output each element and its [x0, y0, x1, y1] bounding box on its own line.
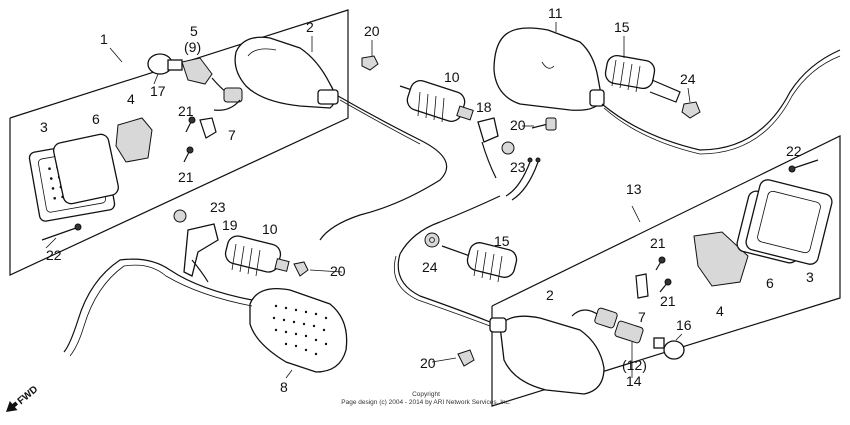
label-23-lower: 23	[210, 199, 226, 215]
label-3-right: 3	[806, 269, 814, 285]
label-10-top: 10	[444, 69, 460, 85]
relay-part-10-lower[interactable]	[223, 234, 290, 277]
label-3-left: 3	[40, 119, 48, 135]
label-23-top: 23	[510, 159, 526, 175]
label-1: 1	[100, 31, 108, 47]
copyright-line-2: Page design (c) 2004 - 2014 by ARI Netwo…	[341, 399, 511, 406]
screw-part-21-c[interactable]	[655, 256, 666, 271]
clip-part-7-right[interactable]	[635, 273, 649, 299]
label-9: (9)	[184, 39, 201, 55]
socket-plate-part-4-right[interactable]	[693, 231, 749, 287]
socket-plate-part-4-left[interactable]	[115, 117, 153, 163]
bulb-part-16[interactable]	[653, 337, 685, 360]
label-8: 8	[280, 379, 288, 395]
label-13: 13	[626, 181, 642, 197]
label-21-b: 21	[178, 169, 194, 185]
bracket-part-19[interactable]	[183, 223, 219, 283]
assembly-box-1	[9, 9, 349, 276]
forward-arrow-icon: FWD	[6, 384, 41, 412]
nut-part-20-top[interactable]	[361, 55, 379, 71]
label-14: 14	[626, 373, 642, 389]
label-16: 16	[676, 317, 692, 333]
socket-part-5[interactable]	[181, 57, 243, 103]
washer-part-24-lower[interactable]	[424, 232, 440, 248]
bulb-part-17[interactable]	[147, 53, 183, 75]
housing-part-2-right[interactable]	[489, 315, 605, 395]
label-17: 17	[150, 83, 166, 99]
nut-part-23-lower[interactable]	[173, 209, 187, 223]
label-15-top: 15	[614, 19, 630, 35]
label-4-left: 4	[127, 91, 135, 107]
label-11: 11	[548, 5, 563, 21]
assembly-box-13	[491, 135, 841, 407]
label-20-top: 20	[364, 23, 380, 39]
label-7-left: 7	[228, 127, 236, 143]
label-2-right: 2	[546, 287, 554, 303]
label-6-right: 6	[766, 275, 774, 291]
housing-part-2-left[interactable]	[234, 36, 339, 109]
screw-part-22-right[interactable]	[788, 159, 819, 173]
clip-part-7-left[interactable]	[199, 117, 217, 139]
label-15-lower: 15	[494, 233, 510, 249]
label-24-lower: 24	[422, 259, 438, 275]
bracket-part-18[interactable]	[477, 117, 499, 179]
bolt-part-20-mid[interactable]	[531, 117, 557, 131]
label-22-left: 22	[46, 247, 62, 263]
gasket-part-6-left[interactable]	[52, 133, 120, 205]
nut-part-24-top[interactable]	[681, 101, 701, 119]
lens-part-8[interactable]	[249, 287, 348, 373]
label-12: (12)	[622, 357, 647, 373]
label-6-left: 6	[92, 111, 100, 127]
socket-part-12[interactable]	[571, 307, 644, 344]
label-20-mid: 20	[510, 117, 526, 133]
label-20-lower-left: 20	[330, 263, 346, 279]
fwd-label: FWD	[16, 384, 41, 407]
label-7-right: 7	[638, 309, 646, 325]
label-21-c: 21	[650, 235, 666, 251]
label-2-left: 2	[306, 19, 314, 35]
nut-part-20-lower-left[interactable]	[293, 261, 309, 277]
screw-part-21-a[interactable]	[185, 116, 196, 133]
label-18: 18	[476, 99, 492, 115]
copyright-line-1: Copyright	[412, 391, 440, 398]
housing-part-11[interactable]	[493, 27, 605, 111]
nut-part-20-bottom[interactable]	[457, 349, 475, 367]
label-21-a: 21	[178, 103, 194, 119]
relay-part-15-lower[interactable]	[441, 241, 519, 283]
nut-part-23-top[interactable]	[501, 141, 515, 155]
relay-part-10-top[interactable]	[399, 78, 474, 124]
screw-part-21-d[interactable]	[659, 278, 672, 293]
relay-part-15-top[interactable]	[604, 54, 681, 103]
lens-part-3-right[interactable]	[744, 178, 833, 266]
screw-part-22-left[interactable]	[41, 223, 82, 241]
screw-part-21-b[interactable]	[183, 146, 194, 163]
label-5: 5	[190, 23, 198, 39]
label-19: 19	[222, 217, 238, 233]
label-21-d: 21	[660, 293, 676, 309]
label-24-top: 24	[680, 71, 696, 87]
label-22-right: 22	[786, 143, 802, 159]
label-10-lower: 10	[262, 221, 278, 237]
label-20-bottom: 20	[420, 355, 436, 371]
label-4-right: 4	[716, 303, 724, 319]
